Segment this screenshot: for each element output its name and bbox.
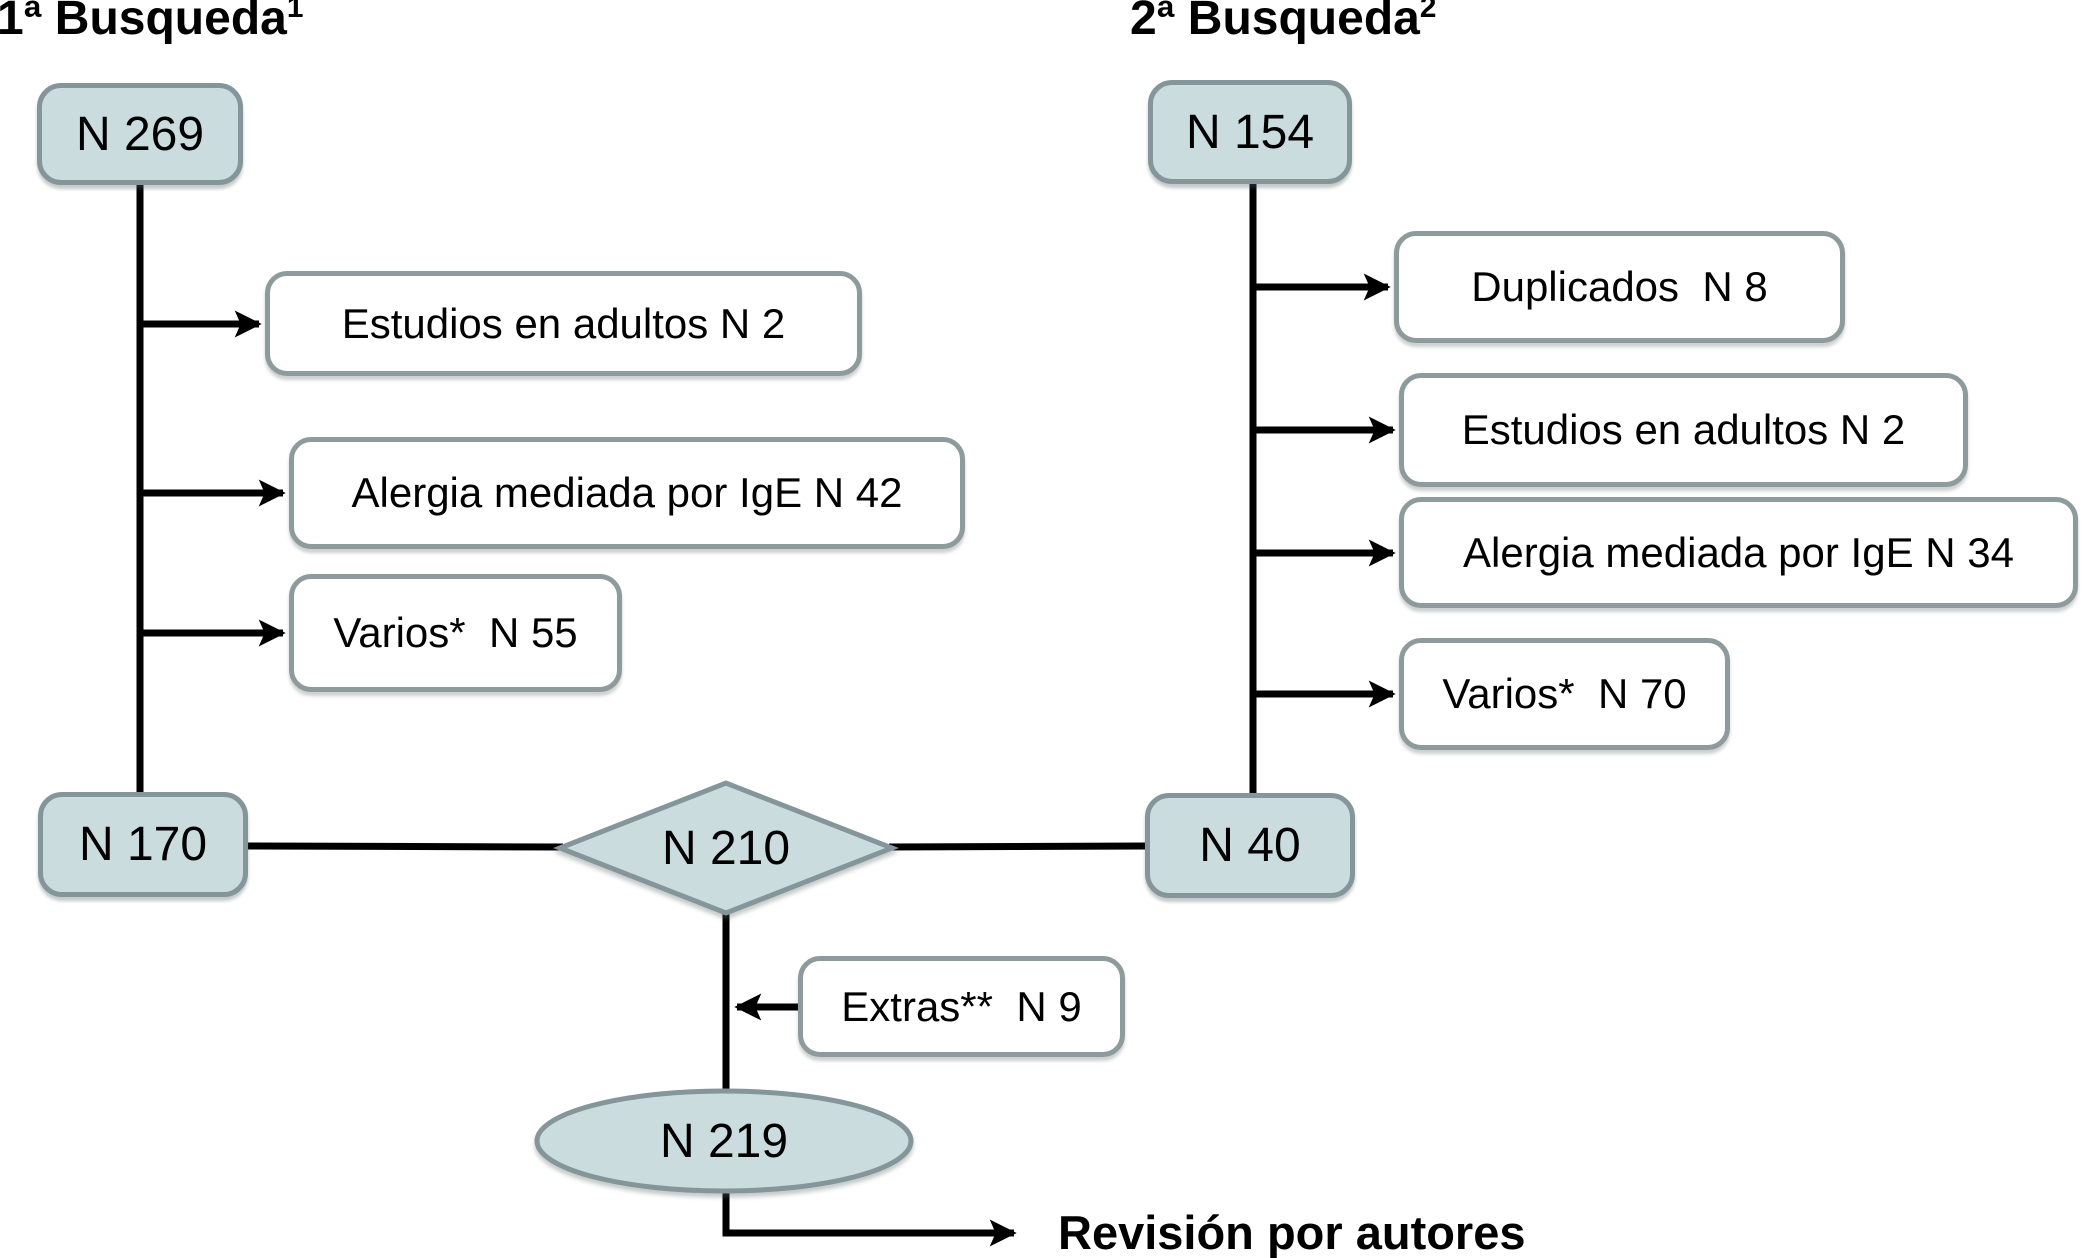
final-review-label: Revisión por autores xyxy=(1058,1206,1526,1258)
search1-title-text: 1ª Busqueda xyxy=(0,0,287,45)
search1-title-footnote-marker: 1 xyxy=(286,0,304,24)
ellipse-final-shape xyxy=(534,1088,914,1194)
search2-title-text: 2ª Busqueda xyxy=(1130,0,1420,45)
exclusion-right-duplicados: Duplicados N 8 xyxy=(1394,231,1845,343)
exclusion-right-varios: Varios* N 70 xyxy=(1399,638,1730,750)
node-search1-total: N 269 xyxy=(37,83,243,185)
extras-box: Extras** N 9 xyxy=(798,956,1125,1057)
exclusion-left-varios: Varios* N 55 xyxy=(289,574,622,692)
search1-title: 1ª Busqueda1 xyxy=(0,0,303,46)
search2-title: 2ª Busqueda2 xyxy=(1130,0,1436,46)
node-search2-total: N 154 xyxy=(1148,80,1352,184)
diamond-combined-shape xyxy=(553,780,899,916)
search2-title-footnote-marker: 2 xyxy=(1419,0,1437,24)
exclusion-left-estudios-adultos: Estudios en adultos N 2 xyxy=(265,271,862,376)
exclusion-right-estudios-adultos: Estudios en adultos N 2 xyxy=(1399,373,1968,487)
exclusion-left-alergia-ige: Alergia mediada por IgE N 42 xyxy=(289,437,965,549)
arrow-final-review xyxy=(722,1189,1017,1247)
line-n170-to-diamond xyxy=(247,842,564,851)
line-diamond-to-n40 xyxy=(888,842,1146,851)
exclusion-right-alergia-ige: Alergia mediada por IgE N 34 xyxy=(1399,497,2078,608)
node-search2-remaining: N 40 xyxy=(1145,793,1355,898)
node-search1-remaining: N 170 xyxy=(38,792,248,897)
